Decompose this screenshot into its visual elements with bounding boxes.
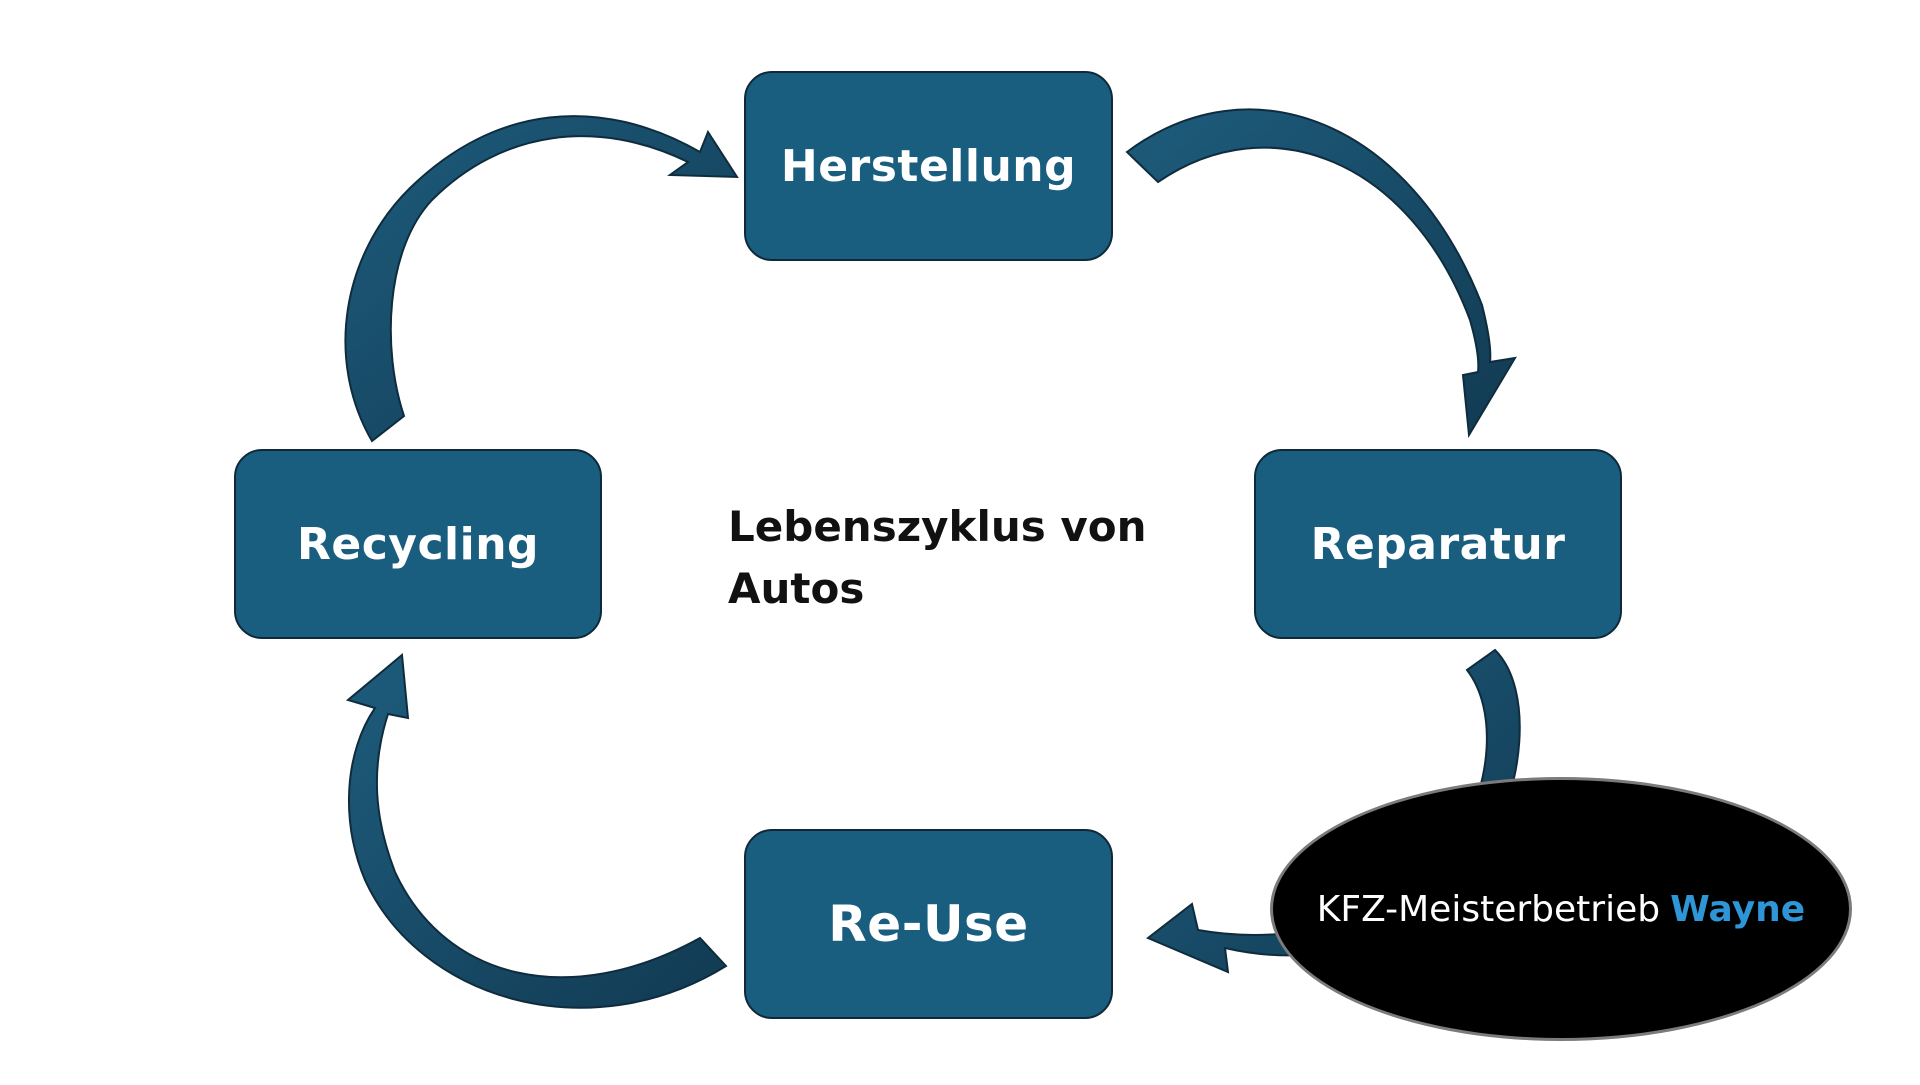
node-reuse: Re-Use — [744, 829, 1113, 1019]
arrow-herstellung-to-reparatur — [1125, 108, 1517, 439]
node-herstellung-label: Herstellung — [780, 140, 1077, 192]
node-reparatur-label: Reparatur — [1310, 518, 1566, 570]
node-reparatur: Reparatur — [1254, 449, 1622, 639]
node-herstellung: Herstellung — [744, 71, 1113, 261]
arrow-reuse-to-recycling — [345, 653, 728, 1009]
node-recycling: Recycling — [234, 449, 602, 639]
company-badge-brand: Wayne — [1670, 888, 1806, 930]
diagram-title-line1: Lebenszyklus von — [728, 502, 1147, 551]
diagram-title-line2: Autos — [728, 564, 865, 613]
arrow-recycling-to-herstellung — [344, 115, 739, 443]
diagram-title: Lebenszyklus von Autos — [728, 496, 1198, 620]
node-reuse-label: Re-Use — [828, 895, 1029, 953]
company-badge: KFZ-Meisterbetrieb Wayne — [1270, 777, 1852, 1041]
node-recycling-label: Recycling — [296, 518, 540, 570]
company-badge-prefix: KFZ-Meisterbetrieb — [1316, 888, 1661, 930]
